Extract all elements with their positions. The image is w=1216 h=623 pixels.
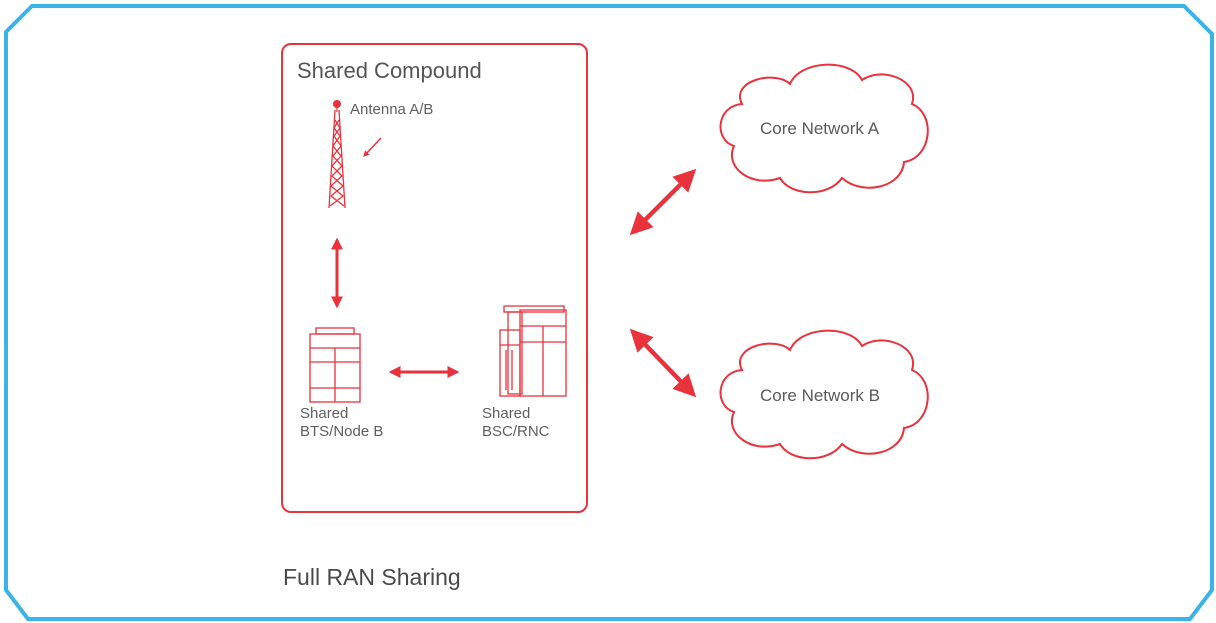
core-network-a-label: Core Network A — [760, 119, 880, 138]
compound-core-b-link-arrow — [629, 328, 697, 398]
core-network-b-label: Core Network B — [760, 386, 880, 405]
antenna-tower-icon — [328, 100, 346, 209]
bsc-label: Shared BSC/RNC — [482, 405, 550, 441]
core-network-a-cloud — [719, 63, 929, 194]
bsc-rack-icon — [499, 305, 567, 397]
bts-label-line1: Shared — [300, 405, 349, 422]
core-network-b-cloud — [719, 329, 929, 460]
outer-frame — [4, 4, 1214, 621]
bts-label-line2: BTS/Node B — [300, 423, 384, 440]
antenna-pointer-arrow — [363, 137, 382, 157]
bts-cabinet-icon — [309, 327, 361, 403]
bsc-label-line1: Shared — [482, 405, 531, 422]
antenna-label: Antenna A/B — [350, 101, 434, 118]
compound-core-a-link-arrow — [629, 168, 697, 236]
diagram-caption: Full RAN Sharing — [283, 564, 461, 590]
bts-label: Shared BTS/Node B — [300, 405, 383, 441]
shared-compound-title: Shared Compound — [297, 58, 482, 83]
bsc-label-line2: BSC/RNC — [482, 423, 550, 440]
shared-compound-box — [281, 43, 588, 513]
